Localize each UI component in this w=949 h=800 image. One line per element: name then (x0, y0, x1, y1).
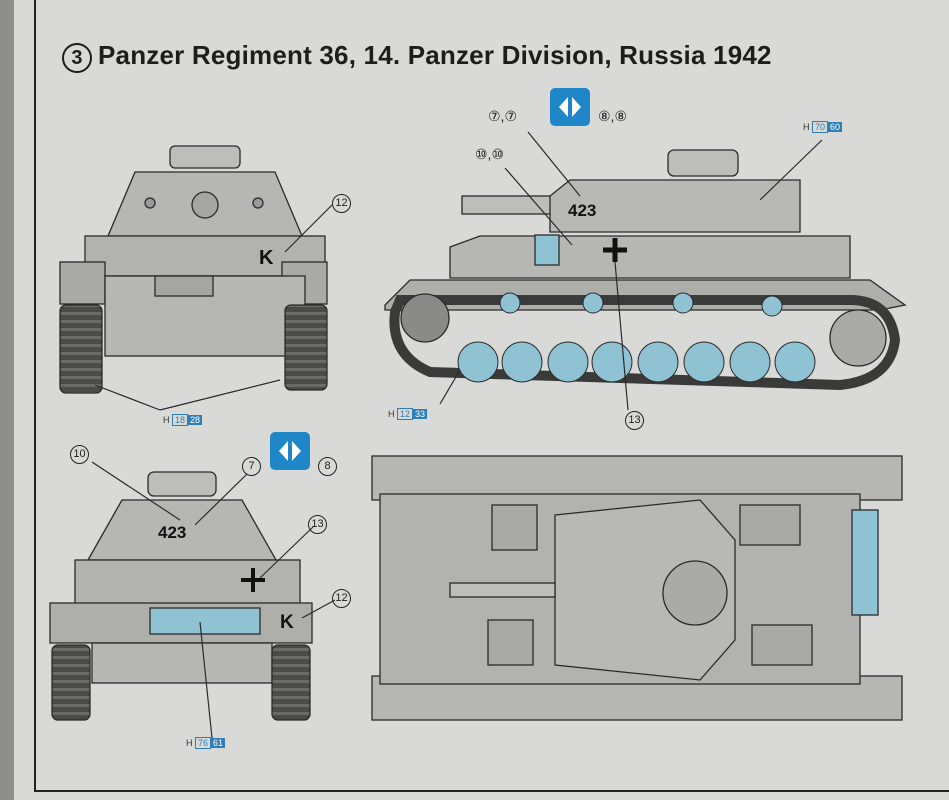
callout-front-12: 12 (332, 193, 351, 213)
rear-number-marking: 423 (158, 523, 186, 542)
callout-rear-12: 12 (332, 588, 351, 608)
front-k-marking: K (259, 247, 274, 269)
page-border (34, 0, 949, 792)
callout-side-13: 13 (625, 410, 644, 430)
side-road-wheels (457, 292, 816, 383)
callout-rear-13: 13 (308, 514, 327, 534)
top-view (371, 455, 903, 721)
decal-swap-icon-rear (270, 432, 310, 470)
callout-side-10: ⑩,⑩ (475, 146, 504, 162)
step-number: 3 (62, 43, 92, 73)
callout-rear-10: 10 (70, 444, 89, 464)
leader-lines (91, 131, 823, 739)
decal-swap-icon-side (550, 88, 590, 126)
rear-k-marking: K (280, 612, 294, 633)
rear-view (49, 471, 313, 721)
turret-number-marking: 423 (568, 201, 596, 220)
callout-side-7: ⑦,⑦ (488, 108, 517, 124)
callout-rear-8: 8 (318, 456, 337, 476)
front-view (59, 145, 328, 394)
callout-side-8: ⑧,⑧ (598, 108, 627, 124)
title-text: Panzer Regiment 36, 14. Panzer Division,… (98, 40, 772, 70)
side-balkenkreuz (603, 238, 627, 262)
callout-rear-7: 7 (242, 456, 261, 476)
rear-balkenkreuz (241, 568, 265, 592)
